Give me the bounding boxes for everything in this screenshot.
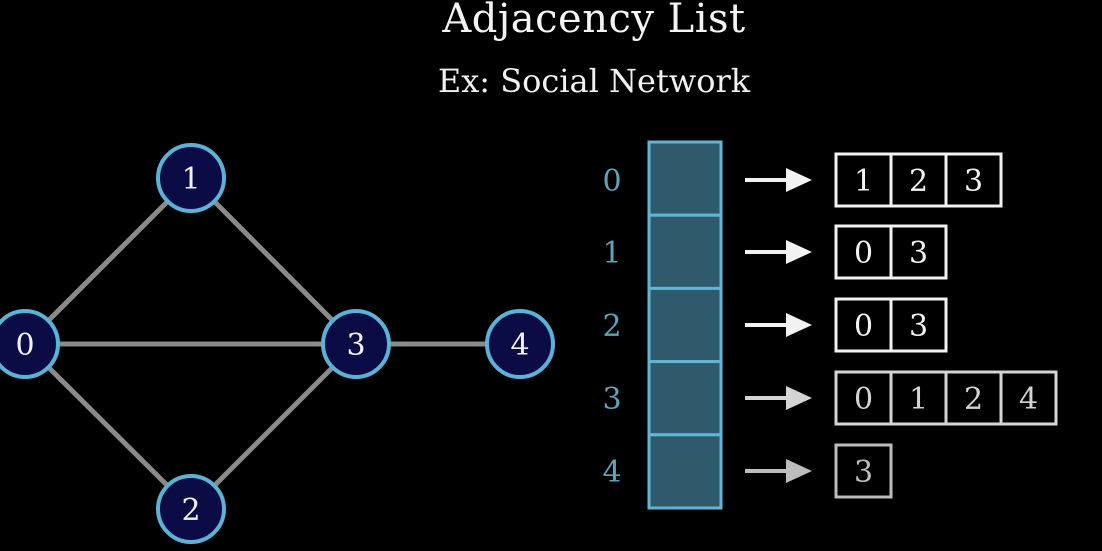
graph-node-2: 2 — [156, 474, 226, 544]
neighbor-box — [834, 443, 893, 499]
graph-node-0: 0 — [0, 309, 60, 379]
neighbor-label: 4 — [1019, 382, 1038, 417]
array-cell-4 — [647, 433, 723, 510]
array-index-label: 2 — [602, 309, 621, 344]
arrow-head — [786, 386, 812, 410]
neighbor-label: 3 — [909, 236, 928, 271]
arrow-head — [786, 240, 812, 264]
array-index-label: 4 — [602, 455, 621, 490]
arrow-3 — [745, 386, 812, 410]
neighbor-label: 1 — [854, 164, 873, 199]
graph-node-circle — [321, 309, 391, 379]
array-cell-1 — [647, 213, 723, 290]
graph-edge-2-3 — [189, 342, 358, 511]
page-subtitle: Ex: Social Network — [437, 62, 751, 100]
arrow-1 — [745, 240, 812, 264]
neighbor-label: 3 — [854, 455, 873, 490]
arrow-head — [786, 168, 812, 192]
array-index-label: 1 — [602, 236, 621, 271]
graph-edge-0-1 — [23, 176, 193, 346]
neighbor-box — [944, 152, 1003, 208]
page-title: Adjacency List — [442, 0, 746, 42]
graph-edge-0-2 — [23, 342, 193, 511]
array-index-label: 0 — [602, 164, 621, 199]
arrow-4 — [745, 459, 812, 483]
arrow-0 — [745, 168, 812, 192]
neighbor-box — [999, 370, 1058, 426]
arrow-head — [786, 313, 812, 337]
graph-node-label: 0 — [15, 328, 34, 363]
array-cell-2 — [647, 286, 723, 364]
neighbor-list-0: 1 2 3 — [834, 152, 1003, 208]
neighbor-list-4: 3 — [834, 443, 893, 499]
neighbor-label: 2 — [909, 164, 928, 199]
arrow-head — [786, 459, 812, 483]
graph-edge-1-3 — [189, 176, 358, 346]
neighbor-label: 3 — [909, 309, 928, 344]
graph-edges — [23, 176, 520, 511]
graph-nodes: 0 1 2 3 4 — [0, 143, 555, 544]
neighbor-label: 0 — [854, 236, 873, 271]
graph-node-circle — [485, 309, 555, 379]
array-cell-0 — [647, 140, 723, 217]
graph-node-label: 4 — [510, 328, 529, 363]
arrow-2 — [745, 313, 812, 337]
array-cell-3 — [647, 360, 723, 437]
neighbor-box — [889, 224, 948, 280]
neighbor-label: 0 — [854, 382, 873, 417]
graph-node-circle — [156, 474, 226, 544]
graph-node-1: 1 — [156, 143, 226, 213]
neighbor-label: 1 — [909, 382, 928, 417]
graph-node-circle — [0, 309, 60, 379]
neighbor-label: 2 — [964, 382, 983, 417]
index-array: 0 1 2 3 4 — [602, 140, 723, 510]
array-index-label: 3 — [602, 382, 621, 417]
graph-node-label: 1 — [181, 162, 200, 197]
neighbor-label: 0 — [854, 309, 873, 344]
graph-node-3: 3 — [321, 309, 391, 379]
neighbor-list-3: 0 1 2 4 — [834, 370, 1058, 426]
neighbor-box — [889, 297, 948, 353]
graph-node-label: 3 — [346, 328, 365, 363]
neighbor-label: 3 — [964, 164, 983, 199]
graph-node-4: 4 — [485, 309, 555, 379]
graph-node-circle — [156, 143, 226, 213]
graph-node-label: 2 — [181, 493, 200, 528]
